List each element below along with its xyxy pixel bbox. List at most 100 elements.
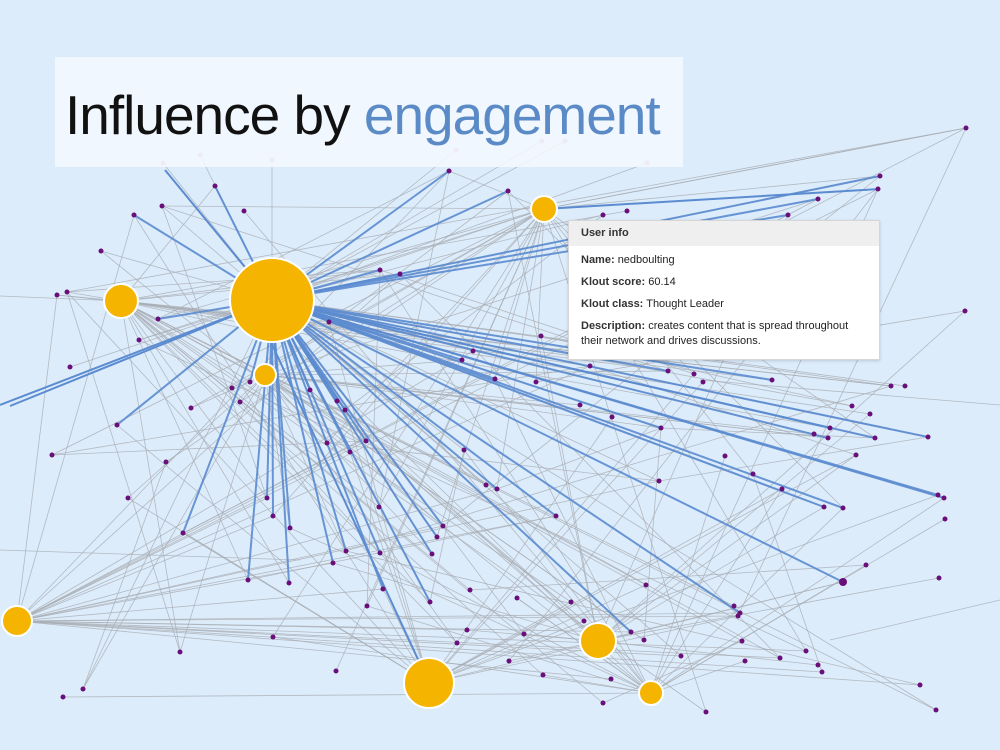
edge: [589, 365, 857, 456]
edge: [16, 480, 660, 622]
node-dot: [64, 289, 70, 295]
highlight-edge: [271, 299, 945, 499]
edge: [16, 294, 58, 622]
title-plain: Influence by: [65, 84, 364, 146]
edge: [120, 185, 216, 302]
highlight-edge: [271, 299, 334, 564]
edge: [379, 269, 652, 694]
node-dot: [750, 471, 756, 477]
hub-node: [229, 257, 315, 343]
edge: [16, 440, 367, 622]
node-dot: [941, 495, 947, 501]
node-dot: [935, 492, 941, 498]
edge: [829, 599, 1000, 641]
class-label: Klout class:: [581, 298, 644, 310]
highlight-edge: [271, 299, 444, 527]
edge: [737, 127, 967, 617]
highlight-edge: [271, 299, 433, 555]
edge: [16, 620, 682, 657]
edge: [271, 140, 543, 301]
node-dot: [326, 319, 332, 325]
node-dot: [875, 186, 881, 192]
node-dot: [287, 525, 293, 531]
node-dot: [343, 548, 349, 554]
node-dot: [872, 435, 878, 441]
highlight-edge: [271, 198, 819, 301]
edge: [428, 584, 647, 684]
edge: [543, 127, 967, 210]
edge: [543, 175, 881, 210]
edge: [344, 409, 430, 684]
edge: [658, 436, 929, 482]
node-dot: [177, 649, 183, 655]
node-dot: [609, 414, 615, 420]
node-dot: [159, 203, 165, 209]
edge: [182, 532, 430, 684]
edge: [16, 615, 739, 622]
node-dot: [700, 379, 706, 385]
edge: [540, 335, 599, 642]
edge: [127, 374, 266, 499]
tooltip-score: Klout score: 60.14: [569, 275, 879, 290]
edge: [349, 451, 430, 684]
edge: [597, 506, 825, 642]
edge: [271, 299, 660, 482]
edge: [264, 374, 781, 659]
edge: [535, 208, 545, 383]
edge: [66, 291, 430, 684]
node-dot: [600, 212, 606, 218]
node-dot: [628, 629, 634, 635]
name-label: Name:: [581, 254, 615, 266]
node-dot: [467, 587, 473, 593]
title-panel: Influence by engagement: [55, 57, 683, 167]
node-dot: [540, 672, 546, 678]
edge: [16, 170, 450, 622]
highlight-edge: [271, 299, 825, 508]
node-dot: [434, 534, 440, 540]
hub-node: [1, 605, 33, 637]
description-label: Description:: [581, 320, 646, 332]
node-dot: [656, 478, 662, 484]
node-dot: [98, 248, 104, 254]
edge: [16, 620, 612, 680]
node-dot: [380, 586, 386, 592]
edge: [179, 374, 266, 653]
tooltip-name: Name: nedboulting: [569, 253, 879, 268]
page-title: Influence by engagement: [65, 83, 661, 147]
edge: [271, 140, 566, 301]
edge: [326, 442, 660, 482]
title-accent: engagement: [363, 84, 661, 146]
node-dot: [364, 603, 370, 609]
node-dot: [454, 640, 460, 646]
edge: [264, 359, 463, 376]
node-dot: [60, 694, 66, 700]
node-dot: [742, 658, 748, 664]
node-dot: [665, 368, 671, 374]
highlight-edge: [271, 299, 557, 517]
edge: [82, 461, 167, 690]
node-dot: [942, 516, 948, 522]
edge: [190, 208, 545, 409]
hub-node: [103, 283, 139, 319]
edge: [271, 299, 937, 711]
node-dot: [470, 348, 476, 354]
edge: [66, 291, 181, 653]
node-dot: [131, 212, 137, 218]
node-dot: [125, 495, 131, 501]
edge: [62, 692, 652, 698]
node-dot: [440, 523, 446, 529]
edge: [120, 300, 249, 581]
highlight-edge: [271, 299, 929, 438]
edge: [51, 365, 591, 456]
edge: [272, 636, 652, 694]
edge: [16, 612, 741, 622]
node-dot: [49, 452, 55, 458]
node-dot: [678, 653, 684, 659]
node-dot: [464, 627, 470, 633]
node-dot: [334, 398, 340, 404]
edge: [16, 620, 781, 659]
highlight-edge: [271, 299, 632, 633]
edge: [264, 374, 645, 641]
tooltip-description: Description: creates content that is spr…: [569, 319, 879, 349]
